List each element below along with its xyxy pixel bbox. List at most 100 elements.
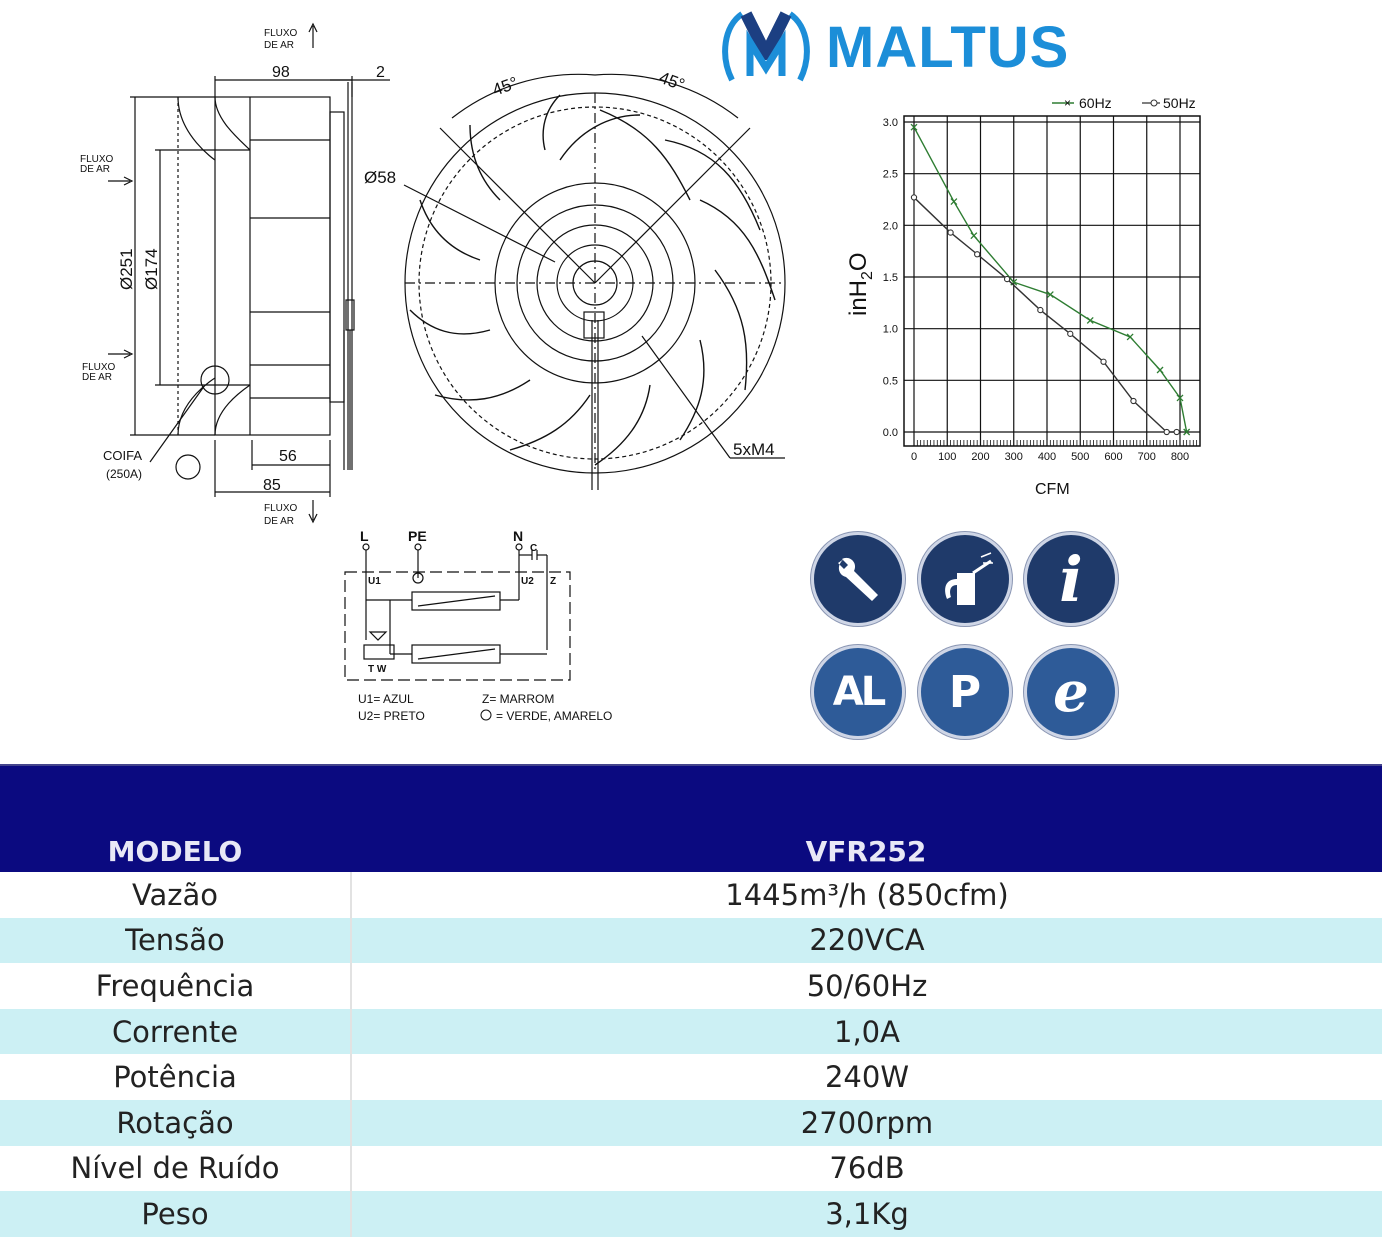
- data-point-60Hz: [1086, 316, 1094, 324]
- data-point-60Hz: [910, 123, 918, 131]
- data-point-50Hz: [1130, 397, 1137, 405]
- maltus-logo: MALTUS: [722, 6, 1082, 90]
- x-tick-label: 0: [911, 451, 917, 463]
- data-point-60Hz: [1046, 291, 1054, 299]
- dim-174: Ø174: [142, 248, 161, 290]
- table-row: Vazão 1445m³/h (850cfm): [0, 872, 1382, 918]
- data-point-50Hz: [910, 194, 918, 201]
- mount-holes: 5xM4: [733, 440, 775, 459]
- aluminum-icon: AL: [811, 645, 905, 739]
- data-point-50Hz: [1037, 306, 1044, 314]
- row-value: 50/60Hz: [806, 968, 928, 1003]
- table-row: Rotação 2700rpm: [0, 1099, 1382, 1146]
- table-header: MODELO VFR252: [0, 764, 1382, 872]
- legend: × 60Hz 50Hz: [1052, 95, 1196, 111]
- x-tick-label: 400: [1038, 451, 1056, 463]
- p-icon: P: [918, 645, 1012, 739]
- marker-stroke: [1156, 366, 1164, 374]
- row-value: 1445m³/h (850cfm): [725, 877, 1009, 912]
- row-label: Vazão: [0, 872, 352, 918]
- legend-50hz-label: 50Hz: [1163, 95, 1196, 111]
- row-value: 3,1Kg: [825, 1196, 909, 1231]
- header-model-label: MODELO: [107, 835, 243, 868]
- wiring-diagram: [344, 543, 571, 681]
- data-point-60Hz: [950, 198, 958, 206]
- terminal-u2: U2: [521, 576, 534, 587]
- marker-stroke: [1126, 333, 1134, 341]
- row-label: Rotação: [0, 1099, 352, 1146]
- dim-85: 85: [263, 477, 281, 494]
- marker-stroke: [1046, 291, 1054, 299]
- y-tick-label: 0.0: [883, 427, 898, 439]
- marker-stroke: [1176, 394, 1184, 402]
- x-tick-label: 600: [1104, 451, 1122, 463]
- e-icon: e: [1024, 645, 1118, 739]
- series-line-60Hz: [913, 126, 1188, 433]
- thermal-label: T W: [368, 664, 387, 675]
- row-value: 76dB: [829, 1151, 905, 1186]
- technical-drawing: FLUXO DE AR FLUXO DE AR FLUXO DE AR FLUX…: [80, 22, 1201, 723]
- angle-left: 45°: [490, 73, 521, 100]
- x-tick-label: 200: [971, 451, 989, 463]
- coifa-sub: (250A): [106, 467, 142, 481]
- ground-symbol-icon: [480, 709, 492, 721]
- data-point-50Hz: [1173, 428, 1180, 436]
- dim-56: 56: [279, 448, 297, 465]
- x-axis-label: CFM: [1035, 481, 1070, 498]
- legend-z: Z= MARROM: [482, 692, 554, 706]
- row-value: 2700rpm: [800, 1105, 934, 1140]
- airflow-left-bottom-l2: DE AR: [82, 372, 112, 383]
- hub-diameter: Ø58: [364, 168, 396, 187]
- row-label: Corrente: [0, 1008, 352, 1055]
- x-tick-label: 700: [1138, 451, 1156, 463]
- data-point-50Hz: [1067, 330, 1074, 337]
- data-point-50Hz: [947, 229, 954, 236]
- row-label: Frequência: [0, 963, 352, 1009]
- data-point-50Hz: [1163, 428, 1170, 436]
- y-tick-label: 0.5: [883, 375, 898, 387]
- airflow-top-l1: FLUXO: [264, 28, 298, 39]
- side-view: [108, 22, 390, 524]
- data-point-60Hz: [1176, 394, 1184, 402]
- row-label: Peso: [0, 1191, 352, 1237]
- data-point-50Hz: [1003, 275, 1011, 283]
- header-model-value: VFR252: [805, 835, 927, 868]
- airflow-bottom-l1: FLUXO: [264, 503, 298, 514]
- x-tick-label: 500: [1071, 451, 1089, 463]
- data-point-60Hz: [970, 232, 978, 240]
- y-tick-label: 3.0: [883, 117, 898, 129]
- airflow-left-top-l2: DE AR: [80, 164, 110, 175]
- series-line-50Hz: [913, 196, 1177, 433]
- marker-stroke: [910, 123, 918, 131]
- side-view-labels: FLUXO DE AR FLUXO DE AR FLUXO DE AR FLUX…: [80, 28, 385, 527]
- terminal-z: Z: [550, 576, 556, 587]
- terminal-l: L: [360, 528, 369, 544]
- row-value: 1,0A: [834, 1014, 900, 1049]
- coifa-label: COIFA: [103, 448, 142, 463]
- legend-u2: U2= PRETO: [358, 709, 425, 723]
- legend-50hz-marker: [1150, 99, 1158, 107]
- table-row: Frequência 50/60Hz: [0, 963, 1382, 1009]
- marker-stroke: [950, 198, 958, 206]
- row-label: Tensão: [0, 917, 352, 964]
- dim-98: 98: [272, 64, 290, 81]
- wiring-labels: L PE N C U1 U2 Z T W U1= AZUL U2= PRETO …: [358, 528, 612, 723]
- y-tick-label: 2.5: [883, 169, 898, 181]
- legend-60hz-label: 60Hz: [1079, 95, 1112, 111]
- data-point-50Hz: [1100, 358, 1107, 365]
- brand-name: MALTUS: [826, 15, 1070, 80]
- marker-stroke: [1183, 428, 1191, 436]
- spec-table: MODELO VFR252 Vazão 1445m³/h (850cfm) Ten…: [0, 764, 1382, 1237]
- row-value: 220VCA: [809, 923, 925, 958]
- y-tick-label: 2.0: [883, 220, 898, 232]
- airflow-left-bottom-l1: FLUXO: [82, 362, 116, 373]
- angle-right: 45°: [657, 68, 688, 95]
- terminal-n: N: [513, 528, 523, 544]
- legend-60hz-marker: ×: [1064, 96, 1071, 110]
- grid-lines: [904, 116, 1201, 446]
- data-point-60Hz: [1183, 428, 1191, 436]
- data-point-60Hz: [1126, 333, 1134, 341]
